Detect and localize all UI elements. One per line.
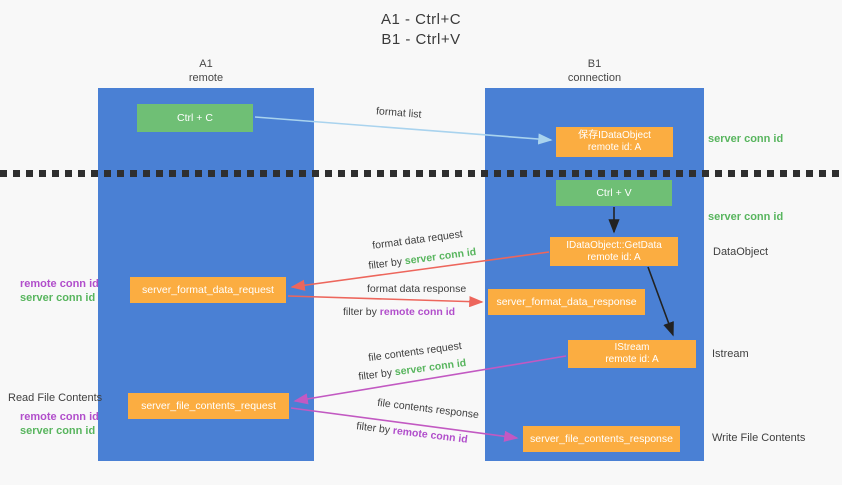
node-istream-line2: remote id: A bbox=[605, 354, 659, 365]
node-idataobject-getdata: IDataObject::GetData remote id: A bbox=[550, 237, 678, 266]
node-server-file-contents-response: server_file_contents_response bbox=[523, 426, 680, 452]
filter-by-text: filter by bbox=[355, 420, 394, 437]
label-format-data-response: format data response bbox=[367, 283, 467, 295]
node-idataobject-getdata-line1: IDataObject::GetData bbox=[566, 239, 662, 251]
label-istream: Istream bbox=[712, 348, 749, 360]
node-save-idataobject: 保存IDataObject remote id: A bbox=[556, 127, 673, 157]
node-server-format-data-request-label: server_format_data_request bbox=[142, 283, 274, 296]
lifeline-a1-name: A1 bbox=[199, 58, 213, 70]
lifeline-a1-role: remote bbox=[188, 72, 224, 84]
diagram-title: A1 - Ctrl+C B1 - Ctrl+V bbox=[0, 10, 842, 50]
label-format-list: format list bbox=[375, 105, 422, 121]
node-save-idataobject-line2: remote id: A bbox=[587, 142, 642, 153]
arrow-format-data-response bbox=[287, 295, 484, 308]
node-server-file-contents-request-label: server_file_contents_request bbox=[141, 399, 276, 412]
label-server-conn-id-2: server conn id bbox=[20, 425, 96, 437]
label-server-conn-id-1: server conn id bbox=[20, 292, 96, 304]
node-server-format-data-request: server_format_data_request bbox=[130, 277, 286, 303]
node-server-format-data-response-label: server_format_data_response bbox=[496, 295, 637, 308]
label-dataobject: DataObject bbox=[713, 246, 769, 258]
label-server-conn-id-top: server conn id bbox=[708, 133, 784, 145]
node-istream: IStream remote id: A bbox=[568, 340, 696, 368]
node-istream-line1: IStream bbox=[614, 342, 650, 353]
server-conn-id-text: server conn id bbox=[404, 245, 477, 268]
filter-by-text: filter by bbox=[367, 255, 406, 273]
label-filter-by-remote-conn-id-1: filter by remote conn id bbox=[343, 306, 455, 318]
lifeline-header-b1: B1 connection bbox=[485, 57, 704, 85]
label-file-contents-response: file contents response bbox=[376, 396, 480, 422]
dotted-separator bbox=[0, 170, 842, 177]
node-ctrl-c: Ctrl + C bbox=[137, 104, 253, 132]
node-ctrl-v: Ctrl + V bbox=[556, 180, 672, 206]
server-conn-id-text: server conn id bbox=[394, 356, 467, 379]
label-filter-by-remote-conn-id-2: filter by remote conn id bbox=[356, 420, 469, 446]
node-idataobject-getdata-line2: remote id: A bbox=[587, 251, 641, 263]
remote-conn-id-text: remote conn id bbox=[379, 306, 456, 318]
label-read-file-contents: Read File Contents bbox=[8, 392, 103, 404]
node-ctrl-c-label: Ctrl + C bbox=[177, 111, 213, 124]
title-line-1: A1 - Ctrl+C bbox=[380, 11, 462, 28]
title-line-2: B1 - Ctrl+V bbox=[381, 31, 461, 48]
label-server-conn-id-mid: server conn id bbox=[708, 211, 784, 223]
label-write-file-contents: Write File Contents bbox=[712, 432, 806, 444]
lifeline-header-a1: A1 remote bbox=[98, 57, 314, 85]
lifeline-b1-role: connection bbox=[567, 72, 622, 84]
node-server-file-contents-request: server_file_contents_request bbox=[128, 393, 289, 419]
node-save-idataobject-line1: 保存IDataObject bbox=[578, 130, 651, 141]
node-server-file-contents-response-label: server_file_contents_response bbox=[529, 432, 673, 445]
remote-conn-id-text: remote conn id bbox=[392, 424, 469, 446]
lifeline-b1-name: B1 bbox=[587, 58, 602, 70]
filter-by-text: filter by bbox=[343, 306, 380, 318]
node-ctrl-v-label: Ctrl + V bbox=[596, 186, 632, 199]
label-remote-conn-id-1: remote conn id bbox=[20, 278, 99, 290]
filter-by-text: filter by bbox=[357, 366, 396, 384]
node-server-format-data-response: server_format_data_response bbox=[488, 289, 645, 315]
label-remote-conn-id-2: remote conn id bbox=[20, 411, 99, 423]
